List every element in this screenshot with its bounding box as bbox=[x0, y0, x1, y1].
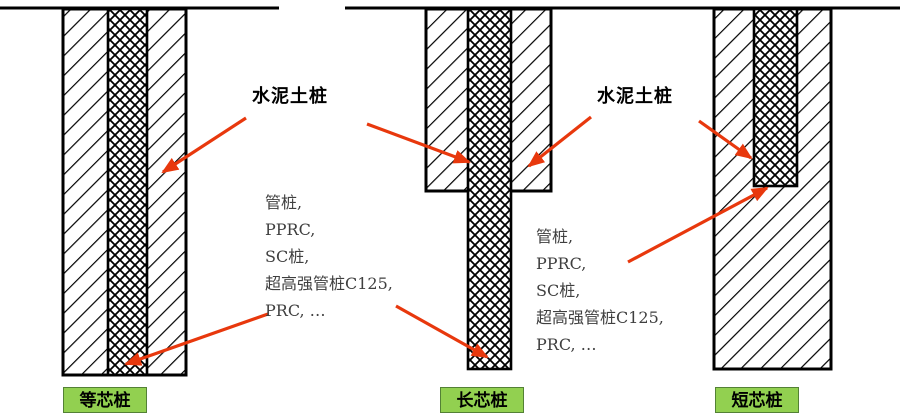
cement-soil-pile-label-right: 水泥土桩 bbox=[597, 86, 673, 107]
arrow-cement-to-short-pile bbox=[698, 119, 753, 160]
short-core-pile-group bbox=[712, 7, 833, 371]
long-core-pile-core bbox=[466, 7, 513, 371]
arrow-cement-to-long-pile-right bbox=[527, 115, 592, 168]
long-core-pile-group bbox=[424, 7, 553, 371]
core-pile-types-note-left: 管桩, PPRC, SC桩, 超高强管桩C125, PRC, … bbox=[265, 193, 393, 320]
caption-short-core-pile: 短芯桩 bbox=[715, 387, 799, 413]
equal-core-pile-core bbox=[106, 7, 149, 377]
caption-equal-core-pile: 等芯桩 bbox=[63, 387, 147, 413]
arrow-cement-to-long-pile-left bbox=[366, 122, 471, 164]
arrow-core-note-to-short-core bbox=[627, 186, 769, 264]
caption-long-core-pile: 长芯桩 bbox=[440, 387, 524, 413]
core-pile-types-note-right: 管桩, PPRC, SC桩, 超高强管桩C125, PRC, … bbox=[536, 227, 664, 354]
arrow-cement-to-equal-pile bbox=[161, 116, 247, 174]
short-core-pile-core bbox=[752, 7, 799, 188]
cement-soil-pile-label-left: 水泥土桩 bbox=[252, 86, 328, 107]
equal-core-pile-group bbox=[61, 7, 188, 377]
arrow-core-note-to-long-core bbox=[395, 304, 489, 359]
arrow-core-note-to-equal-core bbox=[124, 312, 269, 366]
